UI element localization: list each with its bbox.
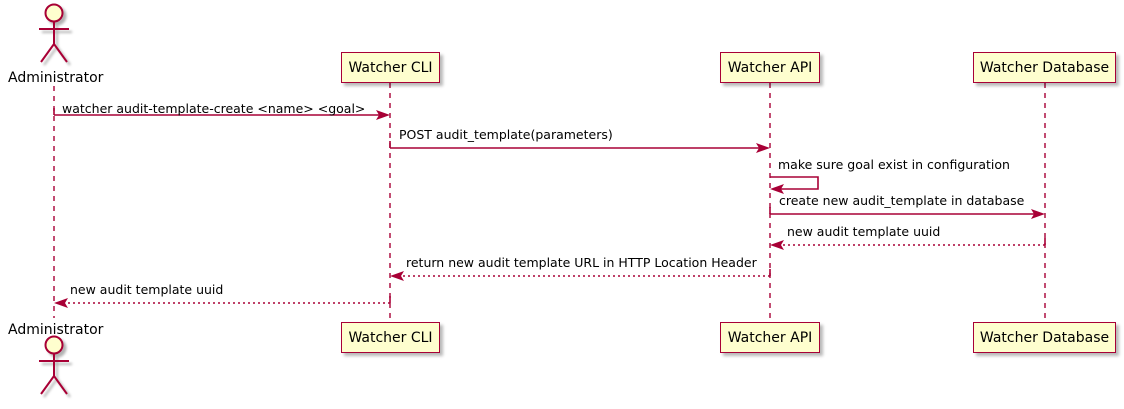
participant-box-watcher-api-top[interactable]: Watcher API — [720, 52, 820, 83]
message-label-msg-3: make sure goal exist in configuration — [778, 157, 1010, 172]
message-arrows — [53, 108, 1046, 308]
actor-label-administrator-bottom: Administrator — [8, 322, 104, 338]
message-arrow-msg-5 — [770, 238, 1046, 250]
message-arrow-msg-2 — [389, 141, 770, 153]
message-arrow-msg-7 — [54, 296, 391, 308]
actor-administrator-top — [39, 3, 69, 63]
message-arrow-msg-4 — [769, 207, 1045, 219]
message-label-msg-7: new audit template uuid — [70, 282, 224, 297]
message-label-msg-6: return new audit template URL in HTTP Lo… — [406, 255, 757, 270]
message-arrow-msg-1 — [53, 108, 390, 120]
message-label-msg-4: create new audit_template in database — [779, 193, 1025, 208]
message-label-msg-5: new audit template uuid — [787, 224, 941, 239]
message-label-msg-2: POST audit_template(parameters) — [399, 127, 613, 142]
participant-box-watcher-database-top[interactable]: Watcher Database — [973, 52, 1116, 83]
message-arrow-msg-3 — [770, 176, 819, 194]
participant-box-watcher-cli-top[interactable]: Watcher CLI — [341, 52, 440, 83]
participant-box-watcher-cli-bottom[interactable]: Watcher CLI — [341, 322, 440, 353]
message-label-msg-1: watcher audit-template-create <name> <go… — [62, 101, 366, 116]
actor-label-administrator-top: Administrator — [8, 70, 104, 86]
participant-box-watcher-database-bottom[interactable]: Watcher Database — [973, 322, 1116, 353]
participant-box-watcher-api-bottom[interactable]: Watcher API — [720, 322, 820, 353]
actor-administrator-bottom — [39, 335, 69, 395]
message-arrow-msg-6 — [390, 269, 771, 281]
lifelines — [53, 83, 1046, 322]
